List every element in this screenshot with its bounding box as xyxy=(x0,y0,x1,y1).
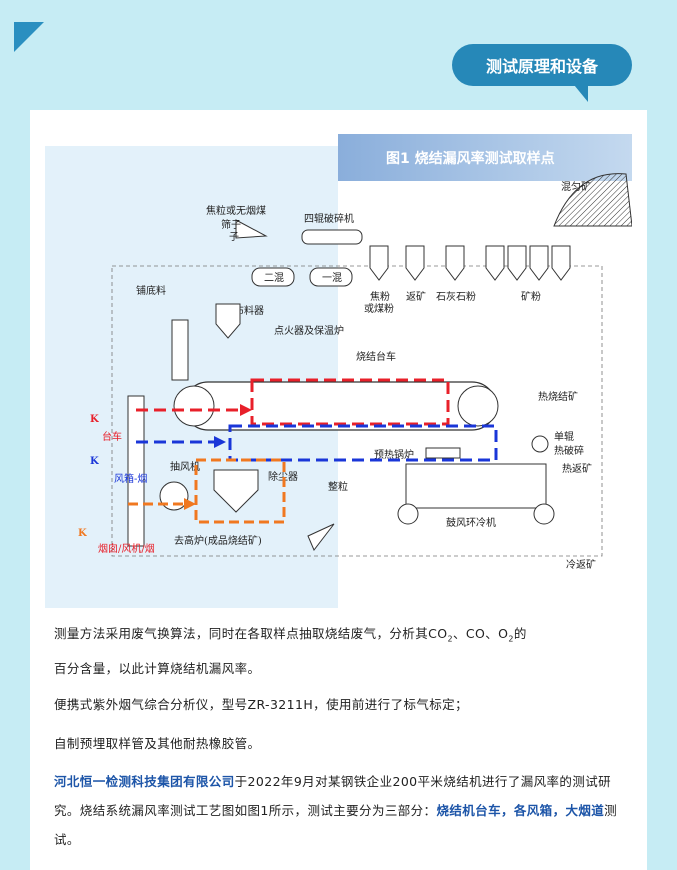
label-cold-return: 冷返矿 xyxy=(566,558,596,571)
label-single-roll: 单辊 xyxy=(554,430,574,443)
label-limestone: 石灰石粉 xyxy=(436,290,476,303)
figure-caption: 图1 烧结漏风率测试取样点 xyxy=(338,134,632,181)
svg-text:子: 子 xyxy=(229,231,239,243)
label-screen: 筛子 xyxy=(221,218,241,231)
label-sinter-car: 烧结台车 xyxy=(356,350,396,363)
k-label-orange: K xyxy=(78,528,87,539)
label-hot-sinter: 热烧结矿 xyxy=(538,390,578,403)
label-mixer1: 一混 xyxy=(322,272,342,284)
label-dust: 除尘器 xyxy=(268,470,298,483)
label-mix-ore: 混匀矿 xyxy=(561,180,591,193)
label-distributor: 布料器 xyxy=(234,304,264,317)
test-parts: 烧结机台车，各风箱，大烟道 xyxy=(436,803,605,818)
paragraph-study: 河北恒一检测科技集团有限公司于2022年9月对某钢铁企业200平米烧结机进行了漏… xyxy=(54,774,618,847)
label-mixer2: 二混 xyxy=(264,272,284,284)
paragraph-analyzer: 便携式紫外烟气综合分析仪，型号ZR-3211H，使用前进行了标气标定； xyxy=(54,697,468,712)
label-igniter: 点火器及保温炉 xyxy=(274,324,344,337)
section-title: 测试原理和设备 xyxy=(452,44,632,86)
figure-background xyxy=(45,146,338,608)
ore-pile xyxy=(553,173,632,227)
k-sub-red: 台车 xyxy=(102,430,122,443)
k-label-blue: K xyxy=(90,456,99,467)
title-pill-tail xyxy=(570,80,588,102)
label-fan: 抽风机 xyxy=(170,460,200,473)
label-cooler: 鼓风环冷机 xyxy=(446,516,496,529)
label-hot-return: 热返矿 xyxy=(562,462,592,475)
label-roller-crusher: 四辊破碎机 xyxy=(304,212,354,225)
label-granule: 整粒 xyxy=(328,480,348,493)
label-coal-powder: 或煤粉 xyxy=(364,302,394,315)
corner-decoration xyxy=(14,22,44,52)
label-preheat: 预热锅炉 xyxy=(374,448,414,461)
paragraph-method: 测量方法采用废气换算法，同时在各取样点抽取烧结废气，分析其CO2、CO、O2的 … xyxy=(54,626,527,676)
sinter-process-diagram: 混匀矿 焦粒或无烟煤 四辊破碎机 筛子 子 二混 一混 焦粉 或煤粉 返矿 石灰… xyxy=(78,173,632,571)
label-return-ore: 返矿 xyxy=(406,290,426,303)
label-bedding: 铺底料 xyxy=(136,284,166,297)
label-blast-furnace: 去高炉(成品烧结矿) xyxy=(174,534,262,547)
k-sub-blue: 风箱-烟 xyxy=(114,472,147,485)
label-coke: 焦粒或无烟煤 xyxy=(206,204,266,217)
paragraph-sampling-tube: 自制预埋取样管及其他耐热橡胶管。 xyxy=(54,736,261,751)
label-hot-crusher: 热破碎 xyxy=(554,444,584,457)
k-label-red: K xyxy=(90,414,99,425)
label-ore-powder: 矿粉 xyxy=(521,290,541,303)
label-coke-powder: 焦粉 xyxy=(370,290,390,303)
k-sub-orange: 烟囱/风机/烟 xyxy=(98,542,155,555)
company-name: 河北恒一检测科技集团有限公司 xyxy=(54,774,235,789)
